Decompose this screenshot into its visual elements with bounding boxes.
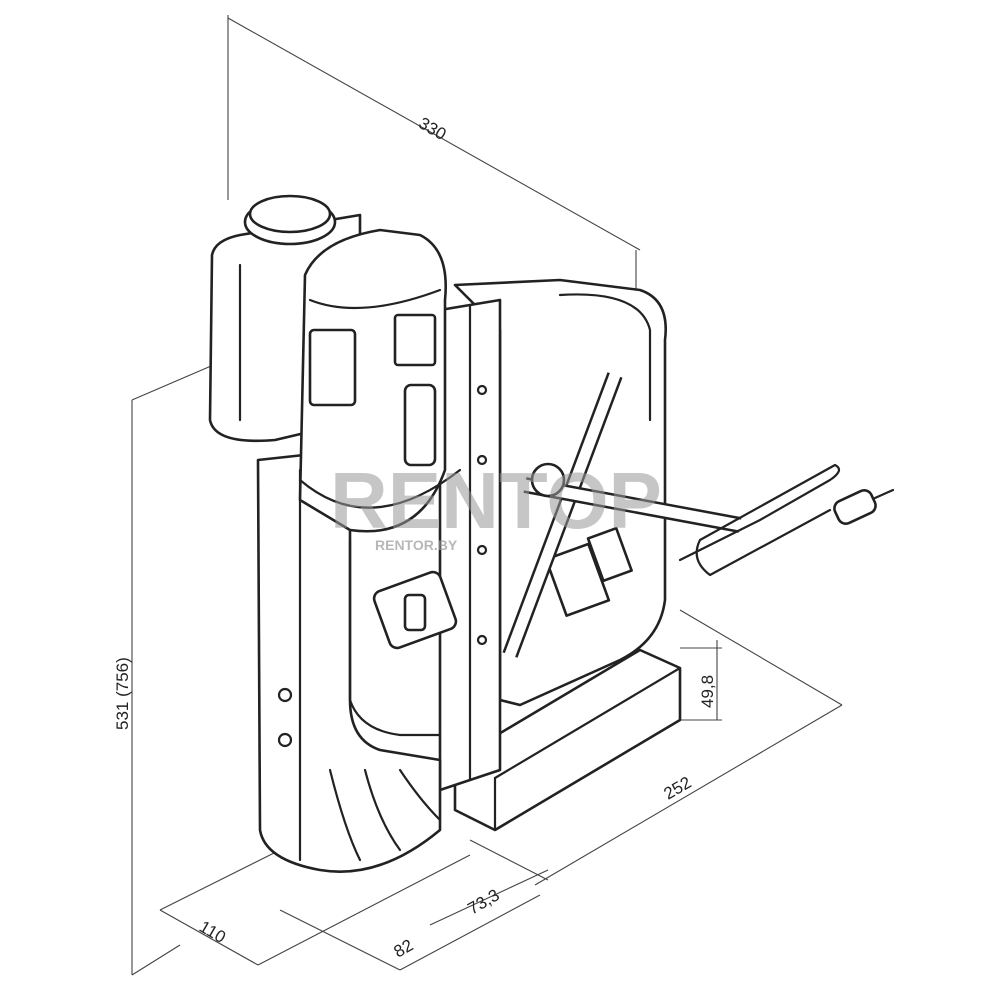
- dim-base-length: 252: [661, 773, 695, 804]
- dim-width: 110: [196, 917, 229, 947]
- power-cable: [678, 463, 895, 577]
- dim-base-height: 49,8: [698, 675, 717, 708]
- magnet-base: [453, 648, 682, 832]
- watermark-logo: RENTOP: [330, 456, 662, 545]
- dim-offset: 73,3: [465, 885, 503, 918]
- dim-height: 531 (756): [113, 657, 132, 730]
- feed-handles: [502, 369, 746, 661]
- watermark-site: RENTOR.BY: [375, 537, 458, 553]
- dim-spindle-offset: 82: [391, 936, 417, 962]
- motor: [298, 228, 462, 737]
- slide: [438, 298, 502, 792]
- dimension-lines: [131, 15, 843, 976]
